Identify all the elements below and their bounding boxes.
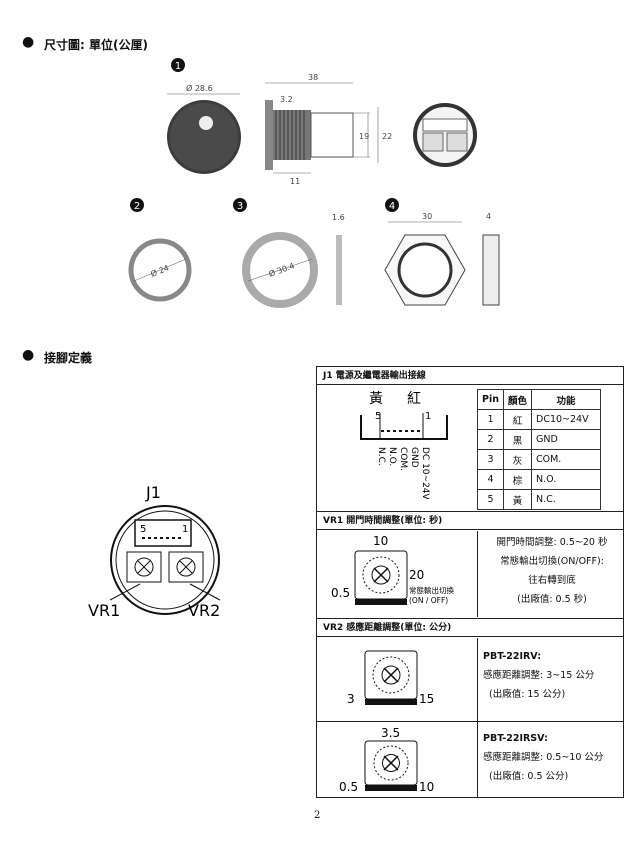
svg-text:30: 30 <box>422 212 432 221</box>
svg-text:5: 5 <box>375 411 381 422</box>
vr1-panel-title: VR1 開門時間調整(單位: 秒) <box>317 512 623 530</box>
vr2-dial-a: 3 15 <box>347 650 434 706</box>
svg-text:10: 10 <box>373 534 388 548</box>
j1-panel-title: J1 電源及繼電器輸出接線 <box>317 367 623 385</box>
svg-text:常態輸出切換: 常態輸出切換 <box>409 585 454 595</box>
function-header: 功能 <box>531 389 601 410</box>
svg-text:10: 10 <box>419 780 434 794</box>
pin-cell: 3 <box>477 449 504 470</box>
bullet-icon: ● <box>22 347 35 363</box>
svg-text:11: 11 <box>290 177 300 186</box>
svg-text:N.O.: N.O. <box>387 447 397 466</box>
page-number: 2 <box>314 810 321 821</box>
section-title-dimensions: 尺寸圖: 單位(公厘) <box>44 38 148 52</box>
vr1-dial-drawing: 10 20 0.5 常態輸出切換 (ON / OFF) <box>331 534 454 605</box>
dimension-drawings: 1 Ø 28.6 38 3.2 19 22 11 <box>128 58 500 308</box>
color-cell: 黃 <box>502 489 533 510</box>
svg-text:COM.: COM. <box>398 447 408 471</box>
table-row: 5 黃 N.C. <box>477 489 601 510</box>
vr2-model-b-notes: PBT-22IRSV: 感應距離調整: 0.5~10 公分 (出廠值: 0.5 … <box>483 733 604 782</box>
item4-nut: 4 30 4 <box>384 198 500 306</box>
vr2-model-a-notes: PBT-22IRV: 感應距離調整: 3~15 公分 (出廠值: 15 公分) <box>483 651 595 700</box>
svg-text:4: 4 <box>486 212 491 221</box>
svg-text:Ø 28.6: Ø 28.6 <box>186 83 213 93</box>
svg-text:1: 1 <box>182 524 188 535</box>
color-cell: 紅 <box>502 409 533 430</box>
svg-text:(ON / OFF): (ON / OFF) <box>409 596 448 605</box>
function-cell: N.O. <box>531 469 601 490</box>
function-cell: N.C. <box>531 489 601 510</box>
pin-cell: 5 <box>477 489 504 510</box>
svg-text:DC 10~24V: DC 10~24V <box>420 447 430 499</box>
svg-text:4: 4 <box>389 201 395 212</box>
function-cell: GND <box>531 429 601 450</box>
svg-text:黃: 黃 <box>369 391 383 407</box>
color-cell: 黑 <box>502 429 533 450</box>
svg-text:GND: GND <box>409 447 419 468</box>
pin-cell: 4 <box>477 469 504 490</box>
svg-text:19: 19 <box>359 132 369 141</box>
item1-rear-view <box>413 103 477 167</box>
item1-side-view: 38 3.2 19 22 11 <box>265 73 392 186</box>
pin-definition-table: J1 電源及繼電器輸出接線 黃 紅 5 1 DC 10~24V GND COM.… <box>316 366 624 798</box>
svg-text:0.5: 0.5 <box>339 780 358 794</box>
pin-cell: 1 <box>477 409 504 430</box>
table-row: 3 灰 COM. <box>477 449 601 470</box>
svg-text:15: 15 <box>419 692 434 706</box>
svg-text:J1: J1 <box>145 483 161 502</box>
table-row: 2 黑 GND <box>477 429 601 450</box>
svg-text:1.6: 1.6 <box>332 213 345 222</box>
color-cell: 棕 <box>502 469 533 490</box>
svg-text:1: 1 <box>175 61 181 72</box>
svg-text:紅: 紅 <box>407 391 421 407</box>
svg-text:3: 3 <box>237 201 243 212</box>
j1-connector-drawing: 黃 紅 5 1 DC 10~24V GND COM. N.O. N.C. <box>360 391 448 499</box>
color-cell: 灰 <box>502 449 533 470</box>
svg-text:Ø 30.4: Ø 30.4 <box>267 260 295 279</box>
vr1-notes: 開門時間調整: 0.5~20 秒 常態輸出切換(ON/OFF): 往右轉到底 (… <box>496 537 608 605</box>
svg-text:38: 38 <box>308 73 318 82</box>
vr2-panel-title: VR2 感應距離調整(單位: 公分) <box>317 619 623 637</box>
svg-text:3.2: 3.2 <box>280 95 293 104</box>
svg-text:1: 1 <box>425 411 431 422</box>
color-header: 顏色 <box>502 389 533 410</box>
svg-text:5: 5 <box>140 524 146 535</box>
svg-text:22: 22 <box>382 132 392 141</box>
pin-cell: 2 <box>477 429 504 450</box>
item1-front-view: 1 Ø 28.6 <box>167 58 241 174</box>
vr2-dial-b: 3.5 0.5 10 <box>339 726 434 794</box>
connector-diagram: J1 5 1 VR1 VR2 <box>88 483 220 620</box>
svg-text:Ø 24: Ø 24 <box>149 262 170 278</box>
item2-ring: 2 Ø 24 <box>128 198 192 302</box>
function-cell: COM. <box>531 449 601 470</box>
table-row: 1 紅 DC10~24V <box>477 409 601 430</box>
pin-header: Pin <box>477 389 504 410</box>
bullet-icon: ● <box>22 34 35 50</box>
function-cell: DC10~24V <box>531 409 601 430</box>
svg-text:2: 2 <box>134 201 140 212</box>
svg-text:20: 20 <box>409 568 424 582</box>
svg-text:VR1: VR1 <box>88 601 120 620</box>
svg-text:VR2: VR2 <box>188 601 220 620</box>
item3-washer: 3 Ø 30.4 1.6 <box>233 198 345 308</box>
svg-text:3.5: 3.5 <box>381 726 400 740</box>
section-title-pinout: 接腳定義 <box>44 351 93 365</box>
j1-pin-table: Pin 顏色 功能 1 紅 DC10~24V 2 黑 GND 3 灰 COM. … <box>477 389 601 510</box>
table-row: 4 棕 N.O. <box>477 469 601 490</box>
svg-text:0.5: 0.5 <box>331 586 350 600</box>
svg-text:3: 3 <box>347 692 355 706</box>
svg-text:N.C.: N.C. <box>376 447 386 466</box>
